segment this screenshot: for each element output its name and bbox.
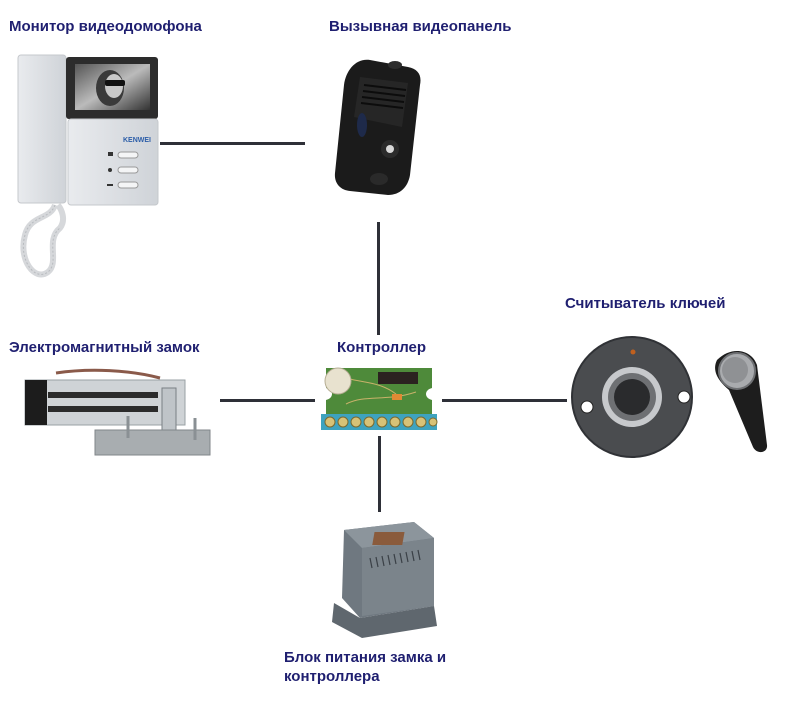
- call-panel-label: Вызывная видеопанель: [329, 18, 512, 35]
- wire-controller-power: [378, 436, 381, 512]
- wire-controller-reader: [442, 399, 567, 402]
- monitor-label: Монитор видеодомофона: [9, 18, 202, 35]
- video-intercom-monitor-icon: KENWEI: [10, 50, 160, 285]
- power-label-line2: контроллера: [284, 668, 380, 685]
- wire-call-panel-controller: [377, 222, 380, 335]
- reader-label: Считыватель ключей: [565, 295, 726, 312]
- power-label-line1: Блок питания замка и: [284, 649, 447, 666]
- door-call-panel-icon: [330, 55, 425, 205]
- wire-lock-controller: [220, 399, 315, 402]
- power-supply-icon: [322, 518, 442, 646]
- key-reader-icon: [567, 335, 792, 465]
- wire-monitor-call-panel: [160, 142, 305, 145]
- lock-label: Электромагнитный замок: [9, 339, 200, 356]
- controller-board-icon: [316, 364, 442, 434]
- svg-text:KENWEI: KENWEI: [123, 137, 151, 144]
- electromagnetic-lock-icon: [20, 368, 215, 463]
- controller-label: Контроллер: [337, 339, 427, 356]
